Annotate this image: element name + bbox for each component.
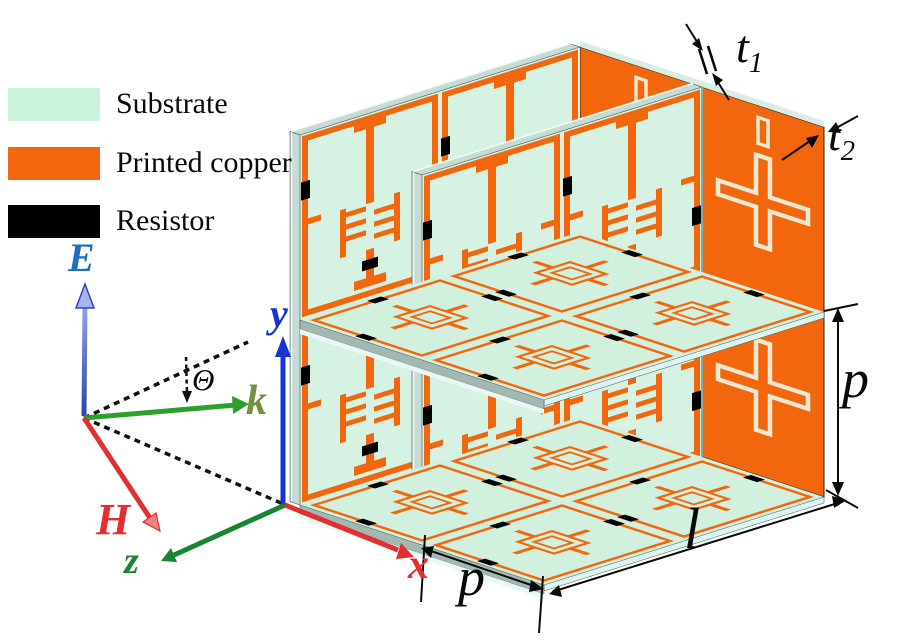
dim-t1 (685, 23, 730, 101)
x-label: x (408, 542, 429, 588)
E-arrowhead (74, 281, 96, 309)
panel-front-edge (289, 131, 301, 506)
y-label: y (270, 291, 288, 336)
dimension-annotations (420, 23, 859, 634)
resistor-swatch (8, 204, 100, 238)
x-arrowhead (396, 543, 414, 559)
y-arrowhead (275, 336, 291, 357)
t1-label: t1 (736, 21, 764, 79)
dotted-line-upper (83, 340, 249, 420)
legend-label: Substrate (116, 87, 228, 120)
H-vector (81, 416, 153, 520)
k-arrowhead (232, 396, 249, 414)
legend-item-copper: Printed copper (8, 146, 292, 180)
back-wall-top-edge (580, 41, 824, 127)
x-axis (284, 502, 399, 553)
k-label: k (246, 378, 267, 424)
theta-label: Θ (192, 362, 215, 397)
legend-item-resistor: Resistor (8, 204, 214, 238)
dim-p-right (823, 303, 859, 496)
dim-t2 (781, 115, 859, 161)
legend-label: Resistor (116, 204, 215, 237)
p-right-label: p (842, 349, 869, 409)
bottom-shelf (299, 417, 825, 599)
z-label: z (124, 540, 139, 582)
legend-item-substrate: Substrate (8, 87, 228, 121)
z-arrowhead (161, 548, 177, 562)
k-vector (83, 402, 237, 421)
dotted-line-lower (83, 416, 282, 505)
dim-l (549, 489, 859, 597)
substrate-swatch (8, 87, 100, 121)
dim-p-bottom (420, 534, 544, 634)
shelf-front-edge-lower (300, 329, 544, 414)
theta-angle-arrow (184, 356, 189, 394)
z-axis (172, 502, 287, 558)
wave-vector-triad (74, 281, 282, 533)
H-label: H (96, 495, 131, 544)
t2-label: t2 (828, 109, 856, 167)
E-label: E (68, 235, 95, 280)
coordinate-triad (161, 336, 414, 562)
p-bottom-label: p (458, 547, 485, 607)
theta-arrowhead (182, 391, 192, 403)
l-label: l (684, 496, 701, 561)
E-vector (81, 301, 88, 417)
middle-shelf (299, 232, 825, 414)
H-arrowhead (141, 511, 161, 533)
copper-swatch (8, 146, 100, 180)
legend-label: Printed copper (116, 146, 292, 179)
